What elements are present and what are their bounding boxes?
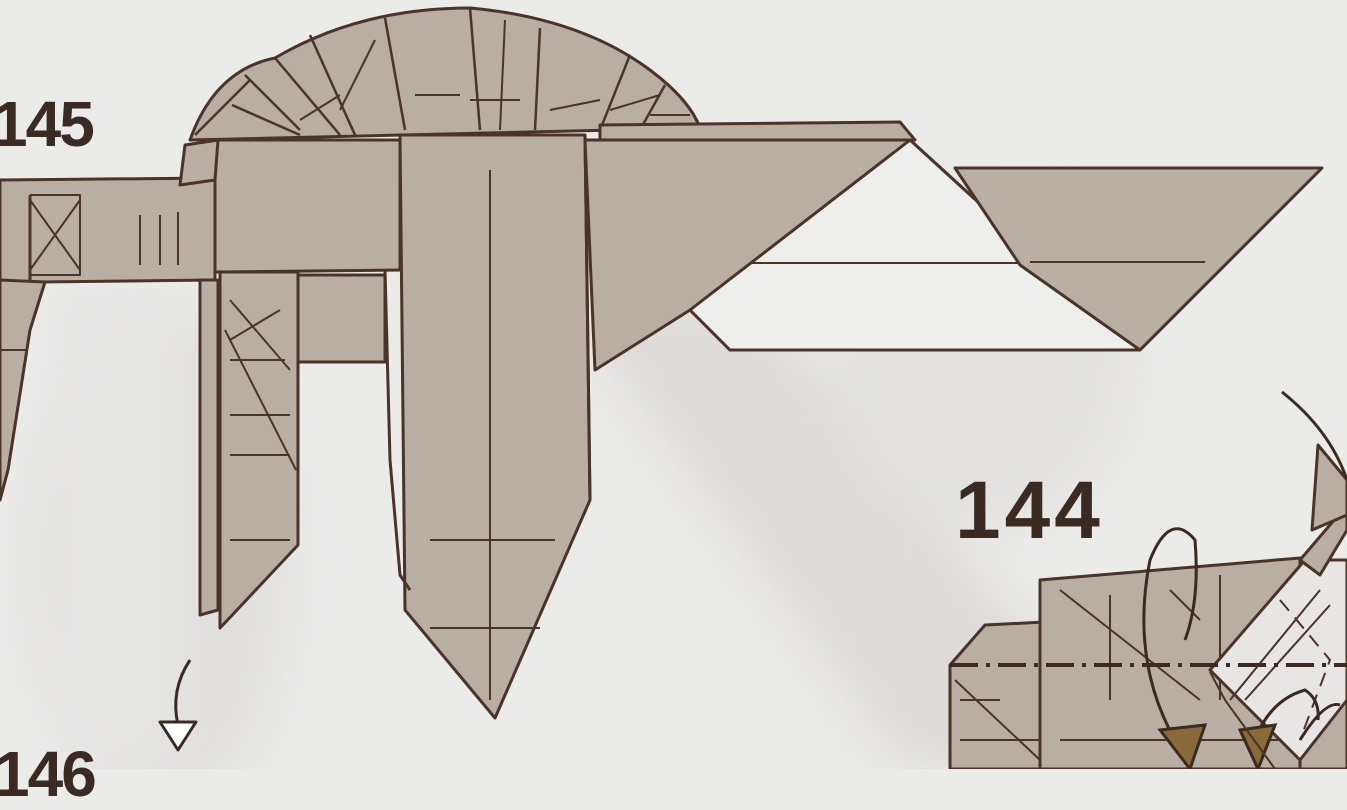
- step-number-144: 144: [955, 470, 1104, 552]
- center-left-block: [215, 140, 400, 272]
- step-number-146: 146: [0, 742, 95, 806]
- origami-diagram: [0, 0, 1347, 769]
- step-number-145: 145: [0, 92, 93, 156]
- middle-square: [298, 275, 385, 362]
